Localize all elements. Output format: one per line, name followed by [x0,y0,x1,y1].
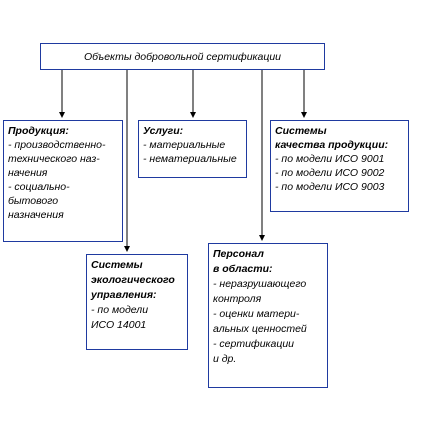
products-item: - социально- [8,181,70,193]
services-item: - материальные [143,139,226,151]
services-item: - нематериальные [143,153,237,165]
root-node: Объекты добровольной сертификации [40,43,325,70]
personnel-item: - оценки матери- [213,308,300,320]
ecology-item: - по модели [91,304,149,316]
personnel-item: и др. [213,353,237,365]
personnel-title: Персонал [213,248,264,260]
products-item: назначения [8,209,64,221]
quality-item: - по модели ИСО 9002 [275,167,385,179]
personnel-item: контроля [213,293,262,305]
personnel-title-line2: в области: [213,263,273,275]
quality-title: Системы [275,125,327,137]
ecology-node: Системы экологического управления: - по … [86,254,188,350]
ecology-title-line3: управления: [91,289,157,301]
ecology-title: Системы [91,259,143,271]
personnel-item: - сертификации [213,338,295,350]
quality-item: - по модели ИСО 9001 [275,153,385,165]
products-node: Продукция: - производственно- техническо… [3,120,123,242]
services-node: Услуги: - материальные - нематериальные [138,120,247,178]
quality-item: - по модели ИСО 9003 [275,181,385,193]
personnel-item: альных ценностей [213,323,307,335]
personnel-node: Персонал в области: - неразрушающего кон… [208,243,328,388]
products-item: - производственно- [8,139,106,151]
products-title: Продукция: [8,125,69,137]
root-label: Объекты добровольной сертификации [83,51,282,63]
services-title: Услуги: [143,125,184,137]
quality-node: Системы качества продукции: - по модели … [270,120,409,212]
ecology-title-line2: экологического [91,274,175,286]
products-item: начения [8,167,48,179]
products-item: бытового [8,195,59,207]
personnel-item: - неразрушающего [213,278,307,290]
ecology-item: ИСО 14001 [91,319,147,331]
quality-subtitle: качества продукции: [275,139,389,151]
products-item: технического наз- [8,153,100,165]
